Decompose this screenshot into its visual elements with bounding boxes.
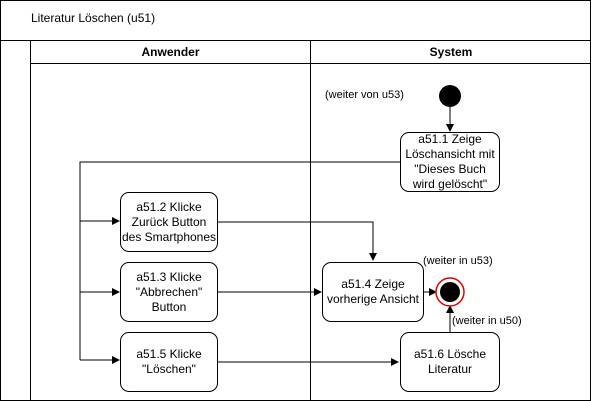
note-continue-in-u53: (weiter in u53) xyxy=(423,255,493,267)
diagram-title: Literatur Löschen (u51) xyxy=(31,11,156,25)
edge-a51-2-to-a51-4 xyxy=(218,221,377,261)
end-node-core xyxy=(440,282,460,302)
node-a51-1: a51.1 Zeige Löschansicht mit "Dieses Buc… xyxy=(400,132,500,192)
node-a51-4: a51.4 Zeige vorherige Ansicht xyxy=(322,262,424,322)
node-a51-2: a51.2 Klicke Zurück Button des Smartphon… xyxy=(120,192,218,252)
title-separator xyxy=(0,40,591,41)
note-continue-from-u53: (weiter von u53) xyxy=(325,89,404,101)
lane-header-system: System xyxy=(311,41,591,64)
note-continue-in-u50: (weiter in u50) xyxy=(452,315,522,327)
node-a51-5: a51.5 Klicke "Löschen" xyxy=(120,332,218,392)
lane-header-anwender: Anwender xyxy=(31,41,310,64)
pool-left-strip xyxy=(30,40,31,401)
node-a51-3: a51.3 Klicke "Abbrechen" Button xyxy=(120,262,218,322)
edge-a51-1-branch xyxy=(79,161,400,360)
node-a51-6: a51.6 Lösche Literatur xyxy=(400,332,500,392)
start-node xyxy=(439,85,461,107)
lane-divider xyxy=(310,40,311,401)
